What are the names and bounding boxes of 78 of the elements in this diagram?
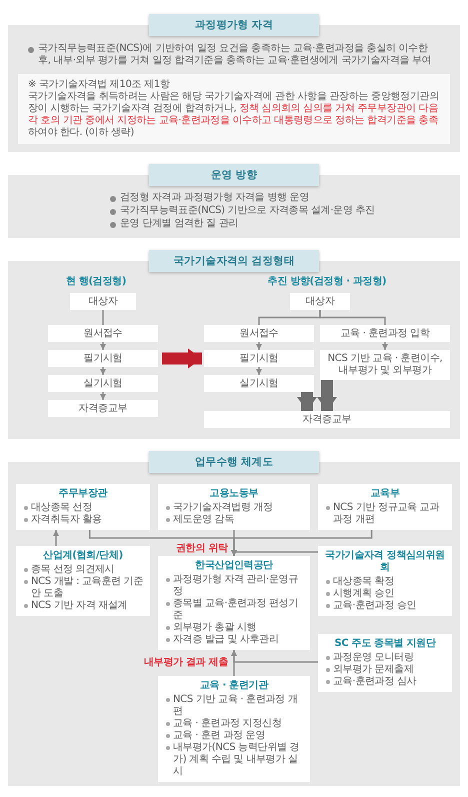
- bullet-text: 국가직무능력표준(NCS) 기반으로 자격종목 설계·운영 추진: [108, 205, 450, 217]
- bullet-text: 종목 선정 의견제시: [22, 564, 144, 576]
- edge-label: 내부평가 결과 제출: [144, 657, 228, 669]
- organization-heading: 국가기술자격 정책심의위원회: [324, 550, 446, 574]
- column-heading: 현 행(검정형): [64, 276, 128, 288]
- column-heading: 추진 방향(검정형 · 과정형): [266, 276, 388, 288]
- organization-box: [158, 556, 310, 650]
- bullet-text: 과정운영 모니터링: [324, 652, 446, 664]
- bullet-text: 자격증 발급 및 사후관리: [164, 634, 304, 646]
- organization-box: [16, 546, 150, 616]
- note-text: 국가기술자격을 취득하려는 사람은 해당 국가기술자격에 관한 사항을 관장하는 중앙행정기관의 장이 시행하는 국가기술자격 검정에 합격하거나, 정책 심의회의 심의를 거쳐 주무부장관이 다음 각 호의 기관 중에서 지정하는 교육·훈련과정을 이수하고 대통령령으로 정하는 합격기준을 충족하여야 한다. (이하 생략): [28, 91, 440, 139]
- organization-box: [318, 634, 452, 692]
- bullet-text: 외부평가 총괄 시행: [164, 622, 304, 634]
- arrow: [53, 530, 59, 546]
- bullet-text: NCS 기반 자격 재설계: [22, 600, 144, 612]
- bullet-text: 국가직무능력표준(NCS)에 기반하여 일정 요건을 충족하는 교육·훈련과정을 충실히 이수한 후, 내부·외부 평가를 거쳐 일정 합격기준을 충족하는 교육·훈련생에게 국가기술자격을 부여: [26, 43, 442, 67]
- bullet-text: 제도운영 감독: [164, 514, 304, 526]
- process-box: 필기시험: [204, 350, 314, 367]
- bullet-text: 외부평가 문제출제: [324, 664, 446, 676]
- process-box: 실기시험: [48, 375, 158, 392]
- process-box: 실기시험: [204, 375, 314, 392]
- bullet-text: 검정형 자격과 과정평가형 자격을 병행 운영: [108, 192, 450, 204]
- arrow: [256, 342, 262, 350]
- organization-box: [158, 676, 310, 782]
- bullet-text: 교육·훈련과정 심사: [324, 676, 446, 688]
- bullet-text: 자격취득자 활용: [22, 514, 144, 526]
- connector-line: [102, 310, 104, 325]
- bullet-text: NCS 기반 정규교육 교과과정 개편: [324, 502, 446, 526]
- bullet-text: 교육 · 훈련 과정 운영: [164, 730, 304, 742]
- organization-box: [158, 484, 310, 530]
- process-box: 자격증교부: [204, 411, 450, 428]
- arrow: [382, 342, 388, 350]
- arrow: [231, 550, 318, 556]
- note-heading: ※ 국가기술자격법 제10조 제1항: [28, 79, 171, 91]
- arrow: [100, 392, 106, 400]
- process-box: 원서접수: [48, 325, 158, 342]
- bullet-text: NCS 기반 교육 · 훈련과정 개편: [164, 694, 304, 718]
- organization-box: [318, 546, 452, 616]
- process-box: 대상자: [70, 293, 136, 310]
- organization-heading: 고용노동부: [208, 488, 260, 500]
- organization-heading: 교육 · 훈련기관: [198, 680, 270, 692]
- process-box: 필기시험: [48, 350, 158, 367]
- bullet-text: 교육·훈련과정 승인: [324, 600, 446, 612]
- bullet-text: 교육 · 훈련과정 지정신청: [164, 718, 304, 730]
- bullet-text: NCS 개발 : 교육훈련 기준안 도출: [22, 576, 144, 600]
- block-arrow: [162, 348, 202, 368]
- arrow: [231, 650, 318, 663]
- organization-box: [318, 484, 452, 530]
- bullet-text: 시행계획 승인: [324, 588, 446, 600]
- bullet-text: 내부평가(NCS 능력단위별 경가) 계획 수립 및 내부평가 실시: [164, 742, 304, 778]
- process-box: 교육 · 훈련과정 입학: [320, 325, 450, 342]
- organization-heading: 주무부장관: [58, 488, 108, 500]
- edge-label: 권한의 위탁: [176, 543, 228, 555]
- bullet-text: 대상종목 확정: [324, 576, 446, 588]
- section-title-tab: 업무수행 체계도: [149, 451, 319, 473]
- bullet-text: 운영 단계별 엄격한 질 관리: [108, 218, 450, 230]
- block-arrow: [297, 392, 317, 411]
- section-title-tab: 과정평가형 자격: [149, 14, 319, 36]
- arrow: [256, 367, 262, 375]
- organization-heading: 한국산업인력공단: [194, 560, 274, 572]
- organization-heading: SC 주도 종목별 지원단: [333, 638, 437, 650]
- process-box: NCS 기반 교육 · 훈련이수, 내부평가 및 외부평가: [320, 350, 450, 380]
- organization-heading: 산업계(협회/단체): [42, 550, 124, 562]
- block-arrow: [317, 380, 337, 411]
- arrow: [100, 342, 106, 350]
- bullet-text: 종목별 교육·훈련과정 편성기준: [164, 598, 304, 622]
- bullet-text: 대상종목 선정: [22, 502, 144, 514]
- process-box: 대상자: [290, 293, 350, 310]
- section-title-tab: 국가기술자격의 검정형태: [149, 250, 319, 272]
- connector-line: [319, 310, 386, 325]
- process-box: 원서접수: [204, 325, 314, 342]
- arrow: [100, 367, 106, 375]
- organization-box: [16, 484, 150, 530]
- section-title-tab: 운영 방향: [149, 164, 319, 186]
- bullet-text: 국가기술자격법령 개정: [164, 502, 304, 514]
- organization-heading: 교육부: [369, 488, 401, 500]
- bullet-text: 과정평가형 자격 관리·운영규정: [164, 574, 304, 598]
- process-box: 자격증교부: [48, 400, 158, 417]
